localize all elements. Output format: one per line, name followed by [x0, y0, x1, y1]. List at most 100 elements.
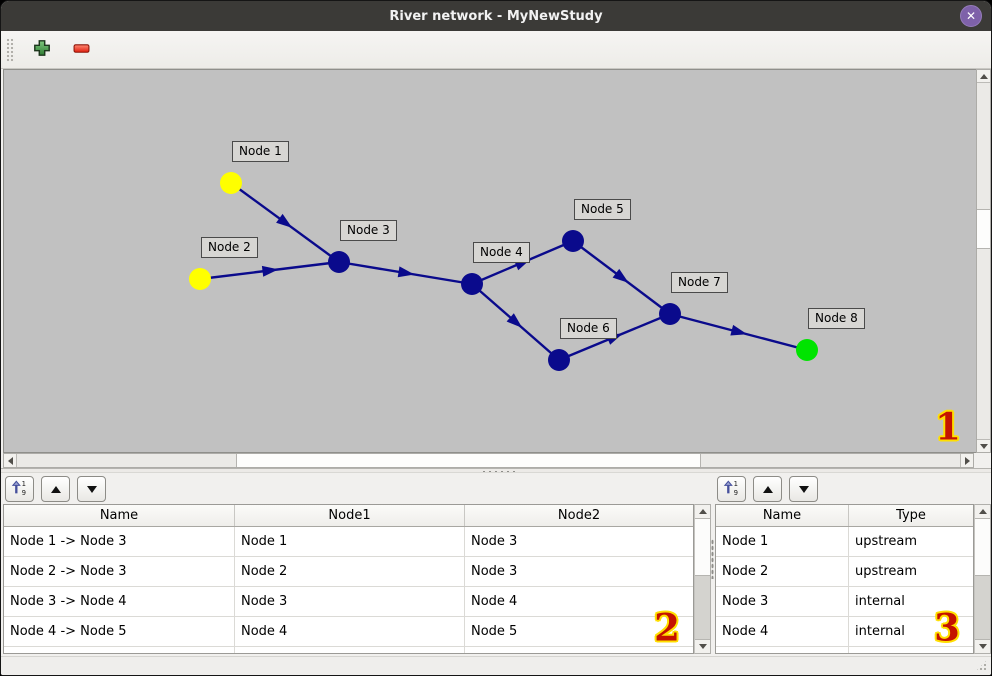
scroll-left-button[interactable]	[4, 454, 17, 467]
table-row[interactable]: Node 4 internal	[716, 617, 973, 647]
node-8[interactable]	[796, 339, 818, 361]
table-cell[interactable]	[849, 647, 973, 653]
reaches-move-down-button[interactable]	[77, 476, 106, 502]
reaches-move-up-button[interactable]	[41, 476, 70, 502]
table-cell[interactable]: Node 2	[716, 557, 849, 586]
table-row[interactable]: Node 1 upstream	[716, 527, 973, 557]
scroll-down-button[interactable]	[975, 639, 990, 653]
table-scroll-thumb[interactable]	[695, 519, 710, 576]
table-cell[interactable]: Node 3	[235, 587, 465, 616]
nodes-table-scrollbar[interactable]	[974, 504, 991, 654]
toolbar-drag-handle[interactable]	[6, 37, 15, 62]
table-cell[interactable]	[716, 647, 849, 653]
table-cell[interactable]	[235, 647, 465, 653]
node-4[interactable]	[461, 273, 483, 295]
table-cell[interactable]: internal	[855, 594, 905, 609]
horizontal-scroll-thumb[interactable]	[236, 454, 701, 467]
close-button[interactable]: ✕	[960, 5, 982, 27]
remove-button[interactable]	[69, 38, 93, 62]
canvas-vertical-scrollbar[interactable]	[976, 69, 991, 453]
node-2[interactable]	[189, 268, 211, 290]
node-1[interactable]	[220, 172, 242, 194]
reaches-table-scrollbar[interactable]	[694, 504, 711, 654]
down-arrow-icon	[979, 443, 988, 449]
scroll-down-button[interactable]	[695, 639, 710, 653]
node-7[interactable]	[659, 303, 681, 325]
table-cell[interactable]: Node 2 -> Node 3	[4, 557, 235, 586]
vertical-scroll-track[interactable]	[977, 83, 990, 439]
node-6[interactable]	[548, 349, 570, 371]
node-3[interactable]	[328, 251, 350, 273]
vertical-splitter[interactable]	[711, 473, 714, 656]
node-3-label: Node 3	[340, 220, 397, 241]
horizontal-scroll-track[interactable]	[17, 454, 960, 467]
arrowhead-icon	[612, 268, 629, 283]
table-cell[interactable]: Node 4	[235, 617, 465, 646]
column-header-name[interactable]: Name	[4, 505, 235, 526]
table-cell[interactable]: Node 4 -> Node 5	[4, 617, 235, 646]
column-header-node1[interactable]: Node1	[235, 505, 465, 526]
table-scroll-track[interactable]	[695, 576, 710, 639]
horizontal-splitter[interactable]	[1, 468, 991, 473]
table-cell[interactable]: Node 1 -> Node 3	[4, 527, 235, 556]
up-arrow-icon	[978, 509, 987, 514]
left-arrow-icon	[7, 456, 13, 465]
table-cell[interactable]: upstream	[855, 534, 918, 549]
scroll-up-button[interactable]	[695, 505, 710, 519]
table-cell[interactable]: Node 3 -> Node 4	[4, 587, 235, 616]
reaches-sort-button[interactable]: 1 9	[5, 476, 34, 502]
table-cell[interactable]: Node 5	[471, 624, 518, 639]
vertical-scroll-thumb[interactable]	[977, 209, 990, 249]
canvas-horizontal-scrollbar[interactable]	[3, 453, 975, 468]
table-row[interactable]: Node 3 internal	[716, 587, 973, 617]
resize-grip[interactable]	[975, 659, 988, 672]
titlebar[interactable]: River network - MyNewStudy ✕	[1, 1, 991, 31]
table-cell[interactable]: Node 3	[471, 534, 518, 549]
nodes-move-down-button[interactable]	[789, 476, 818, 502]
table-cell[interactable]: upstream	[855, 564, 918, 579]
nodes-sort-button[interactable]: 1 9	[717, 476, 746, 502]
column-header-type[interactable]: Type	[896, 508, 926, 523]
main-toolbar	[1, 31, 991, 69]
svg-text:9: 9	[734, 489, 738, 496]
node-2-label: Node 2	[201, 237, 258, 258]
table-row[interactable]: Node 2 upstream	[716, 557, 973, 587]
table-cell[interactable]: Node 4	[716, 617, 849, 646]
table-scroll-track[interactable]	[975, 576, 990, 639]
table-cell[interactable]: Node 4	[471, 594, 518, 609]
table-cell[interactable]: Node 2	[235, 557, 465, 586]
table-row[interactable]	[4, 647, 693, 653]
table-cell[interactable]	[4, 647, 235, 653]
status-bar	[1, 656, 991, 675]
arrowhead-icon	[397, 266, 415, 278]
table-cell[interactable]: Node 1	[235, 527, 465, 556]
scrollbar-corner	[974, 453, 991, 468]
column-header-name[interactable]: Name	[716, 505, 849, 526]
node-5[interactable]	[562, 230, 584, 252]
scroll-up-button[interactable]	[977, 70, 990, 83]
table-cell[interactable]: Node 1	[716, 527, 849, 556]
table-cell[interactable]	[465, 647, 693, 653]
table-cell[interactable]: Node 3	[716, 587, 849, 616]
scroll-right-button[interactable]	[960, 454, 974, 467]
table-cell[interactable]: Node 3	[471, 564, 518, 579]
scroll-down-button[interactable]	[977, 439, 990, 452]
network-graph	[189, 172, 818, 371]
table-row[interactable]	[716, 647, 973, 653]
up-arrow-icon	[762, 485, 773, 493]
add-button[interactable]	[30, 38, 54, 62]
node-4-label: Node 4	[473, 242, 530, 263]
scroll-up-button[interactable]	[975, 505, 990, 519]
nodes-move-up-button[interactable]	[753, 476, 782, 502]
up-arrow-icon	[979, 73, 988, 79]
arrowhead-icon	[730, 324, 748, 336]
table-cell[interactable]: internal	[855, 624, 905, 639]
column-header-node2[interactable]: Node2	[557, 508, 601, 523]
table-scroll-thumb[interactable]	[975, 519, 990, 576]
